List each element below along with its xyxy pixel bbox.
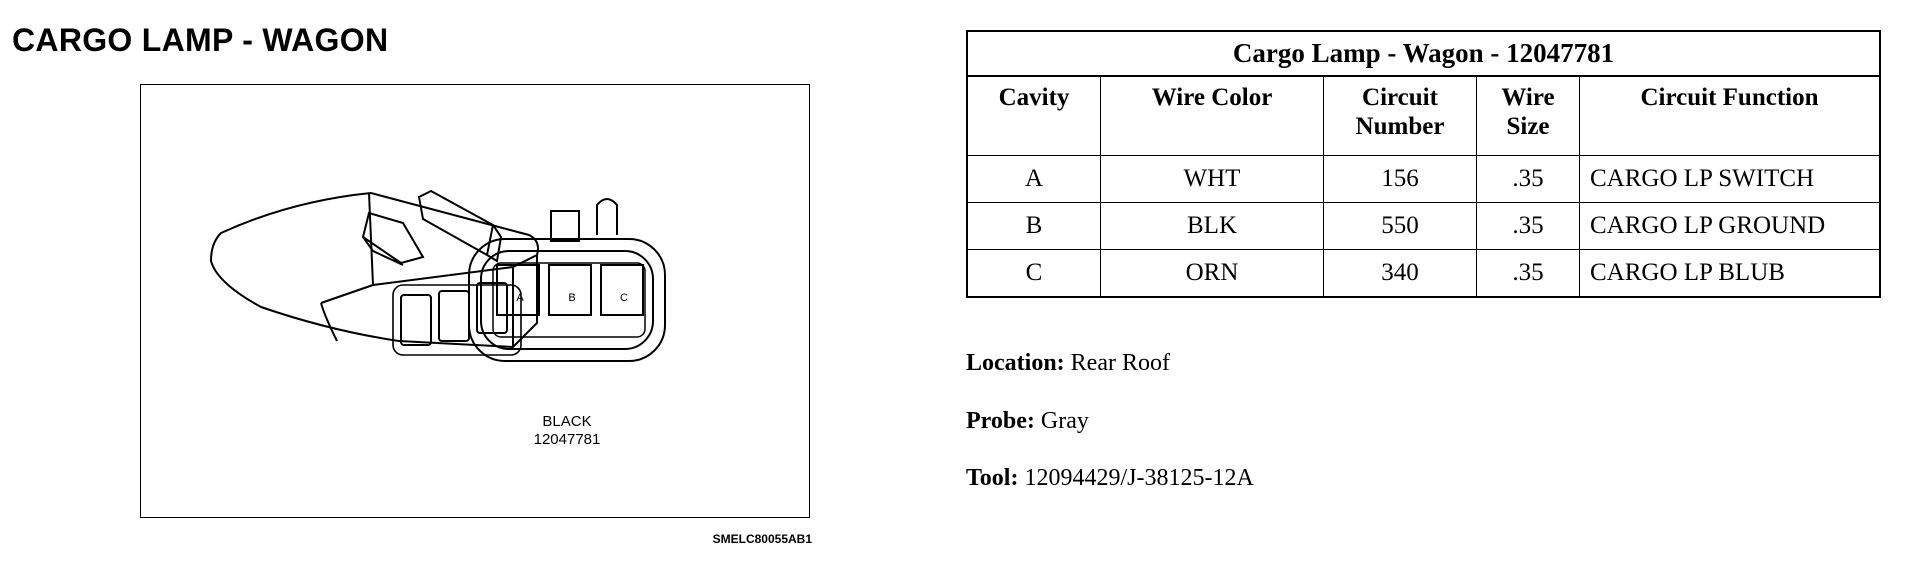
cell-cavity: B — [966, 202, 1101, 250]
figure-id: SMELC80055AB1 — [712, 532, 812, 546]
connector-pinout-table: Cargo Lamp - Wagon - 12047781 Cavity Wir… — [966, 30, 1881, 298]
cavity-a — [496, 264, 540, 316]
connector-front-view — [468, 198, 666, 362]
page-title: CARGO LAMP - WAGON — [12, 22, 389, 58]
connector-3d-view — [209, 189, 539, 356]
tool-value: 12094429/J-38125-12A — [1024, 465, 1254, 491]
cell-wire-size: .35 — [1476, 202, 1580, 250]
cell-wire-size: .35 — [1476, 155, 1580, 203]
cell-circuit-function: CARGO LP BLUB — [1579, 249, 1881, 298]
cell-wire-size: .35 — [1476, 249, 1580, 298]
probe-line: Probe: Gray — [966, 408, 1089, 435]
table-caption: Cargo Lamp - Wagon - 12047781 — [966, 30, 1881, 75]
connector-part-number: 12047781 — [533, 431, 601, 448]
cavity-label-b: B — [568, 292, 576, 304]
header-cavity: Cavity — [966, 75, 1101, 156]
cavity-label-c: C — [620, 292, 628, 304]
tool-line: Tool: 12094429/J-38125-12A — [966, 465, 1254, 492]
table-row: A WHT 156 .35 CARGO LP SWITCH — [966, 155, 1881, 203]
probe-label: Probe: — [966, 408, 1035, 434]
cavity-label-a: A — [516, 292, 524, 304]
cell-circuit-number: 340 — [1323, 249, 1477, 298]
probe-value: Gray — [1040, 408, 1089, 434]
location-line: Location: Rear Roof — [966, 350, 1170, 377]
connector-color-label: BLACK — [542, 413, 592, 430]
connector-figure: A B C BLACK 12047781 — [140, 84, 810, 518]
cavity-c — [600, 264, 644, 316]
cell-circuit-function: CARGO LP GROUND — [1579, 202, 1881, 250]
location-label: Location: — [966, 350, 1065, 376]
cell-circuit-number: 156 — [1323, 155, 1477, 203]
header-wire-color: Wire Color — [1100, 75, 1324, 156]
cell-circuit-number: 550 — [1323, 202, 1477, 250]
cell-circuit-function: CARGO LP SWITCH — [1579, 155, 1881, 203]
location-value: Rear Roof — [1070, 350, 1170, 376]
connector-drawing — [209, 189, 666, 362]
cell-cavity: C — [966, 249, 1101, 298]
cell-wire-color: ORN — [1100, 249, 1324, 298]
cell-cavity: A — [966, 155, 1101, 203]
cell-wire-color: BLK — [1100, 202, 1324, 250]
cell-wire-color: WHT — [1100, 155, 1324, 203]
tool-label: Tool: — [966, 465, 1019, 491]
cavity-b — [548, 264, 592, 316]
table-row: C ORN 340 .35 CARGO LP BLUB — [966, 249, 1881, 298]
header-circuit-function: Circuit Function — [1579, 75, 1881, 156]
table-row: B BLK 550 .35 CARGO LP GROUND — [966, 202, 1881, 250]
